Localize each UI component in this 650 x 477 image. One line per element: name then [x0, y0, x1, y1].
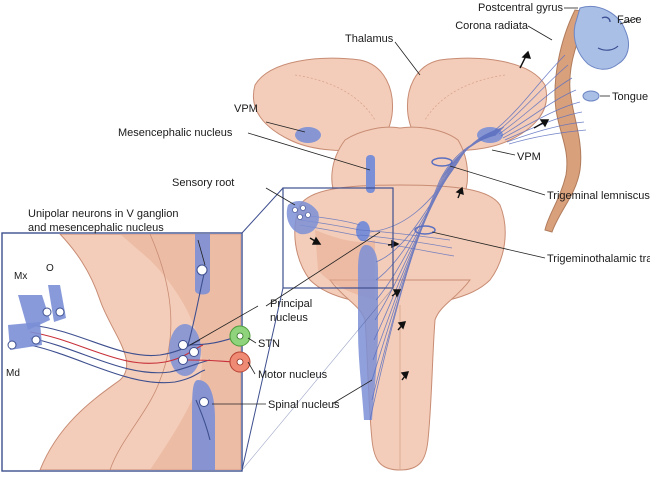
midbrain: [331, 126, 469, 201]
label-vpm-left: VPM: [234, 103, 258, 115]
label-face: Face: [617, 14, 641, 26]
zoom-line-bottom: [241, 287, 284, 471]
inset-mesencephalic-column: [195, 234, 210, 295]
inset-tissue: [39, 234, 241, 470]
inset-fibers: [29, 269, 241, 441]
leader-lines: [189, 7, 639, 405]
label-sensory-root: Sensory root: [172, 177, 234, 189]
label-o: O: [46, 263, 54, 274]
mesencephalic-nucleus: [366, 155, 375, 193]
pathway-arrows: [309, 50, 550, 381]
ganglion-neuron-2: [55, 307, 65, 317]
inset-panel: [1, 232, 251, 472]
zoom-line-right: [241, 287, 394, 471]
label-principal-line2: nucleus: [270, 312, 308, 324]
ascending-fibers: [369, 54, 587, 421]
zoom-source-box: [282, 187, 394, 289]
postcentral-gyrus-cortex: [544, 9, 591, 233]
label-tongue: Tongue: [612, 91, 648, 103]
label-corona-radiata: Corona radiata: [455, 20, 529, 32]
inset-principal-nucleus: [169, 324, 201, 376]
nerve-branch-mx: [18, 295, 50, 330]
mesencephalic-neuron: [196, 264, 208, 276]
inset-spinal-nucleus: [192, 380, 215, 470]
principal-neuron-2: [178, 355, 188, 365]
label-stn: STN: [258, 338, 280, 350]
face-lips: [597, 45, 619, 51]
vpm-left-nucleus: [295, 127, 321, 143]
sensory-root-bundle: [286, 200, 319, 235]
label-postcentral-gyrus: Postcentral gyrus: [478, 2, 563, 14]
face-eye: [601, 16, 611, 23]
brainstem-group: [294, 126, 506, 471]
label-motor-nucleus: Motor nucleus: [258, 369, 328, 381]
tongue-homunculus: [582, 90, 600, 102]
label-md: Md: [6, 368, 20, 379]
ganglion-neuron-1: [42, 307, 52, 317]
inset-ganglion: [7, 264, 209, 407]
label-thalamus: Thalamus: [345, 33, 394, 45]
principal-nucleus-main: [356, 221, 370, 241]
label-spinal-nucleus: Spinal nucleus: [268, 399, 340, 411]
label-mx: Mx: [14, 271, 27, 282]
label-principal-line1: Principal: [270, 298, 312, 310]
principal-neuron-1: [178, 340, 188, 350]
principal-neuron-3: [189, 347, 199, 357]
label-vpm-right: VPM: [517, 151, 541, 163]
spinal-neuron: [199, 397, 209, 407]
label-mesencephalic-nucleus: Mesencephalic nucleus: [118, 127, 233, 139]
face-homunculus: [573, 6, 629, 70]
zoom-line-top: [241, 187, 284, 234]
ganglion-neuron-3: [31, 335, 41, 345]
inset-tissue-line: [109, 234, 172, 470]
ganglion-neuron-4: [7, 340, 17, 350]
label-trigeminal-lemniscus: Trigeminal lemniscus: [547, 190, 650, 202]
cortex-face-group: [544, 6, 629, 233]
trigeminothalamic-tract-ring: [414, 225, 436, 235]
label-unipolar-line2: and mesencephalic nucleus: [28, 222, 164, 234]
label-trigeminothalamic-tract: Trigeminothalamic tract: [547, 253, 650, 265]
label-unipolar-line1: Unipolar neurons in V ganglion: [28, 208, 178, 220]
